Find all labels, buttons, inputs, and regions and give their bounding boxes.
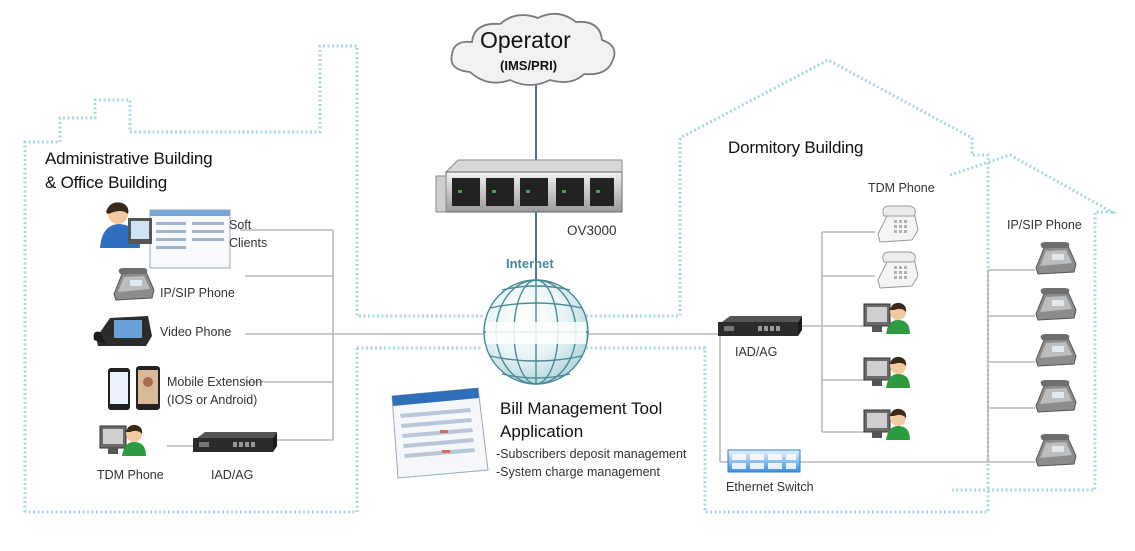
bill-tool-title-2: Application	[500, 422, 584, 441]
operator-subtitle: (IMS/PRI)	[500, 58, 558, 73]
ethernet-switch-label: Ethernet Switch	[726, 480, 814, 494]
soft-clients-label-2: Clients	[229, 236, 268, 250]
dorm-pc-user-3-icon	[863, 408, 911, 441]
ip-sip-phone-icon	[113, 267, 155, 301]
soft-clients-icon	[100, 202, 231, 269]
server-label: OV3000	[567, 223, 617, 238]
mobile-extension-label-2: (IOS or Android)	[167, 393, 258, 407]
admin-building-title-1: Administrative Building	[45, 149, 213, 168]
iad-ag-label: IAD/AG	[211, 468, 254, 482]
iad-ag-box-icon	[193, 432, 277, 452]
dorm-pc-user-1-icon	[863, 302, 911, 335]
dorm-ip-phone-5-icon	[1035, 433, 1077, 467]
bill-tool-title-1: Bill Management Tool	[500, 399, 663, 418]
dorm-iad-ag-box-icon	[718, 316, 802, 336]
building-outlines	[23, 44, 1118, 514]
admin-building-outline-lower	[25, 348, 359, 514]
dormitory-building-title: Dormitory Building	[728, 138, 864, 157]
video-phone-icon	[93, 316, 152, 346]
tdm-phone-pc-icon	[99, 424, 147, 457]
connection-lines	[167, 84, 1035, 463]
admin-building-title-2: & Office Building	[45, 173, 167, 192]
tdm-phone-label: TDM Phone	[97, 468, 164, 482]
mobile-extension-icon	[108, 366, 160, 410]
dorm-tdm-phone-label: TDM Phone	[868, 181, 935, 195]
dormitory-annex-outline	[949, 153, 1118, 492]
internet-label: Internet	[506, 256, 554, 271]
dorm-ip-phone-1-icon	[1035, 241, 1077, 275]
dorm-ip-phone-2-icon	[1035, 287, 1077, 321]
bill-management-screenshot-icon	[391, 387, 489, 479]
dorm-ip-phone-4-icon	[1035, 379, 1077, 413]
operator-title: Operator	[480, 27, 571, 53]
ov3000-server	[435, 159, 623, 213]
operator-cloud	[450, 12, 616, 86]
video-phone-label: Video Phone	[160, 325, 232, 339]
mobile-extension-label-1: Mobile Extension	[167, 375, 263, 389]
bill-tool-item-1: -Subscribers deposit management	[496, 447, 687, 461]
dorm-tdm-phone-1-icon	[877, 205, 919, 243]
ethernet-switch-icon	[727, 449, 801, 473]
admin-building-outline	[23, 44, 483, 512]
dorm-ip-phone-3-icon	[1035, 333, 1077, 367]
ip-sip-phone-label: IP/SIP Phone	[160, 286, 235, 300]
dorm-ip-sip-phone-label: IP/SIP Phone	[1007, 218, 1082, 232]
dorm-iad-ag-label: IAD/AG	[735, 345, 778, 359]
dormitory-building-outline	[577, 58, 990, 514]
bill-tool-item-2: -System charge management	[496, 465, 660, 479]
dorm-pc-user-2-icon	[863, 356, 911, 389]
dorm-tdm-phone-2-icon	[877, 251, 919, 289]
soft-clients-label-1: Soft	[229, 218, 252, 232]
